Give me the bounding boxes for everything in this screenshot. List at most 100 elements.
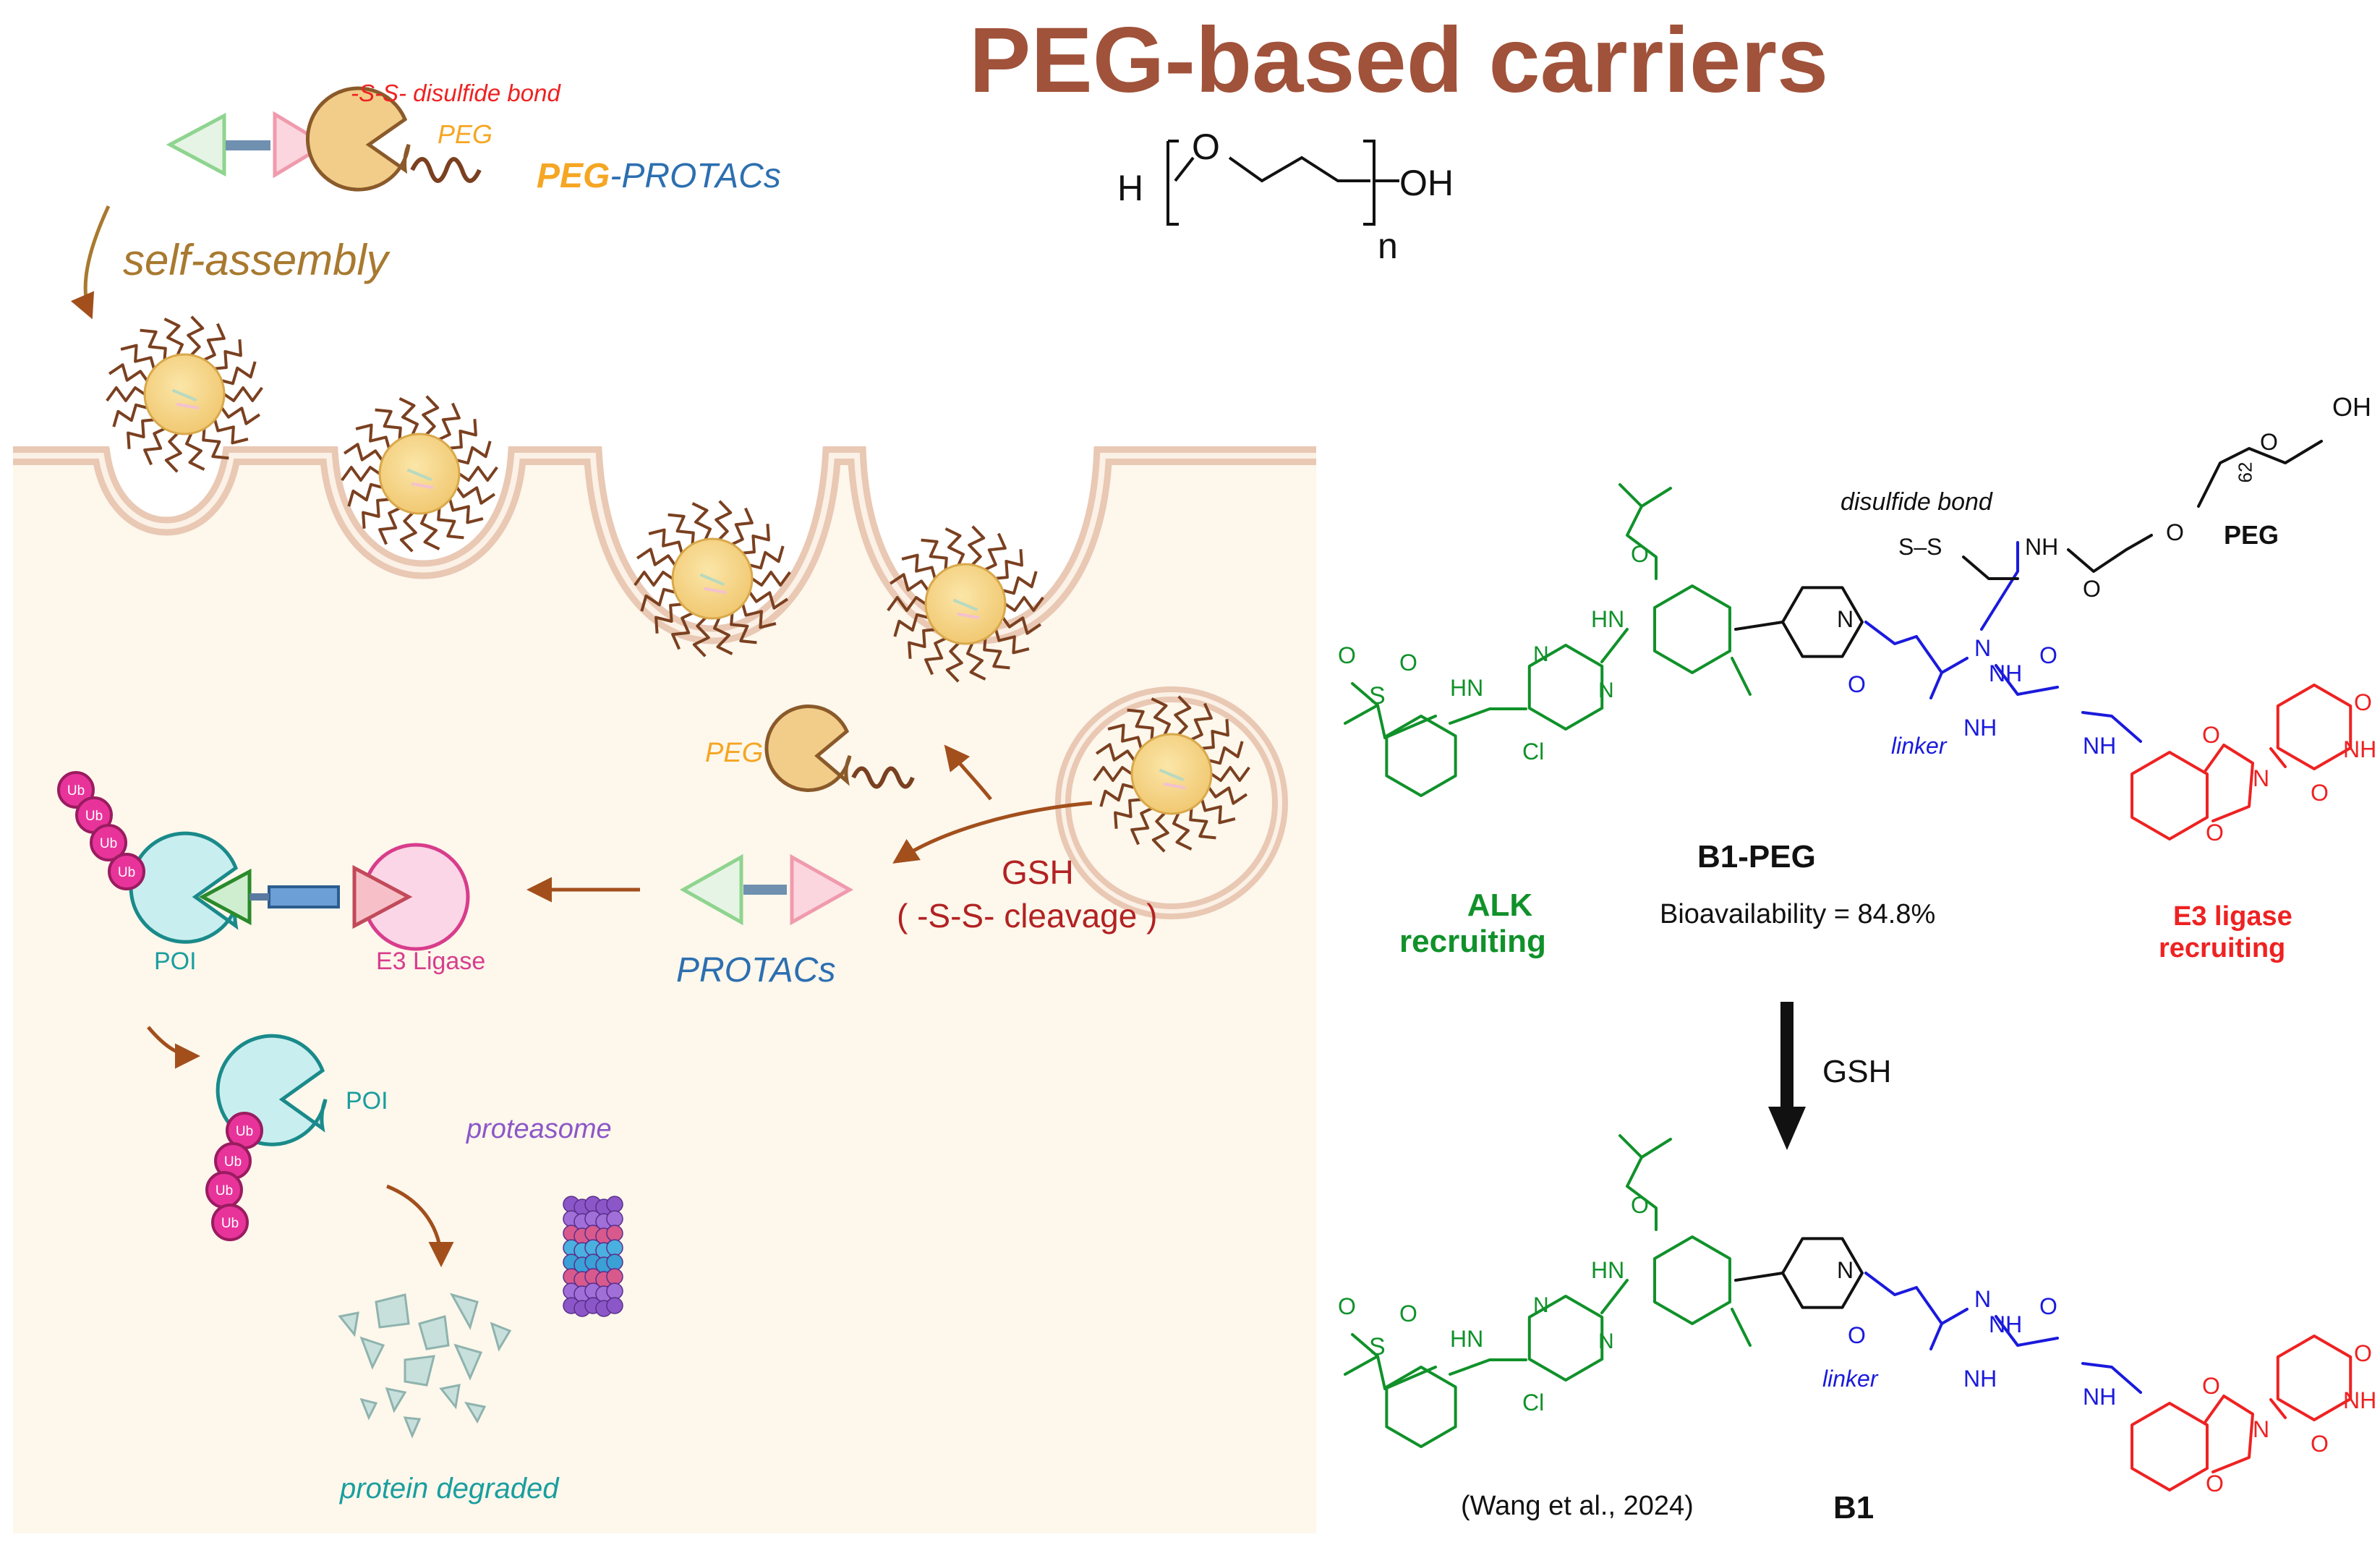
alk-recruiting-label: ALK recruiting	[1399, 888, 1546, 958]
atom-label: HN	[1450, 675, 1484, 701]
atom-label: O	[2260, 429, 2278, 455]
atom-label: N	[2253, 765, 2270, 791]
atom-label: O	[2206, 820, 2224, 846]
atom-label: N	[1598, 1329, 1614, 1353]
bond	[1929, 671, 1943, 699]
ubiquitin-icon: Ub	[205, 1171, 243, 1209]
bond	[1864, 621, 1918, 645]
peg-protacs-label: PEG-PROTACs	[537, 159, 781, 194]
atom-label: NH	[1989, 1311, 2023, 1337]
svg-text:Ub: Ub	[216, 1183, 233, 1199]
e3-recruiting-label: E3 ligase recruiting	[2159, 903, 2292, 962]
micelle	[1093, 695, 1250, 853]
alk-recruiting-line1: ALK	[1467, 888, 1533, 923]
atom-label: N	[1837, 606, 1854, 632]
bond	[1383, 1366, 1437, 1390]
bond	[1449, 1358, 1527, 1376]
atom-label: HN	[1591, 1257, 1625, 1283]
atom-label: NH	[1989, 660, 2023, 686]
atom-label: O	[1399, 1301, 1417, 1327]
bond	[1995, 1315, 2059, 1347]
bond	[1449, 707, 1527, 725]
peg-protacs-peg: PEG	[537, 157, 610, 195]
e3-ligase-label: E3 Ligase	[376, 948, 486, 975]
atom-label: O	[1848, 1322, 1866, 1348]
proteasome-label: proteasome	[466, 1114, 612, 1144]
bond	[2204, 744, 2254, 822]
self-assembly-label: self-assembly	[123, 236, 388, 284]
bond	[1653, 584, 1731, 674]
bond	[2131, 1402, 2209, 1491]
bond	[1600, 1279, 1629, 1314]
peg-formula-h: H	[1117, 168, 1144, 208]
atom-label: N	[1533, 1293, 1549, 1317]
bond	[1383, 715, 1437, 739]
atom-label: NH	[1963, 715, 1997, 741]
atom-label: NH	[2025, 534, 2059, 560]
bond	[2204, 1395, 2254, 1473]
atom-label: NH	[2343, 736, 2377, 762]
bond	[1915, 1286, 1969, 1325]
peg-formula-n: n	[1378, 226, 1398, 266]
peg-chem-label: PEG	[2224, 520, 2279, 550]
bond	[1344, 1355, 1379, 1376]
atom-label: N	[1837, 1257, 1854, 1283]
protacs-label: PROTACs	[676, 951, 836, 989]
atom-label: O	[1631, 541, 1649, 567]
atom-label: N	[2253, 1416, 2270, 1442]
bond	[1527, 1295, 1604, 1382]
peg-label-top: PEG	[438, 119, 493, 149]
bond	[2067, 534, 2153, 573]
page-title: PEG-based carriers	[969, 9, 1829, 112]
ubiquitin-icon: Ub	[211, 1204, 249, 1241]
atom-label: S	[1369, 682, 1386, 710]
atom-label: O	[2354, 689, 2372, 715]
atom-label: O	[2039, 642, 2057, 668]
peg-formula-oh: OH	[1399, 163, 1454, 203]
bond	[1626, 505, 1658, 580]
micelle	[341, 395, 498, 553]
atom-label: N	[1598, 678, 1614, 702]
atom-label: O	[2166, 519, 2184, 545]
atom-label: O	[2083, 576, 2101, 602]
ternary-complex	[129, 831, 470, 951]
e3-recruiting-line1: E3 ligase	[2173, 901, 2292, 932]
bond	[1653, 1235, 1731, 1325]
alk-recruiting-line2: recruiting	[1399, 924, 1546, 959]
bond	[1734, 1272, 1784, 1282]
gsh-reaction-label: GSH	[1822, 1054, 1892, 1089]
bond	[1640, 487, 1672, 508]
bond	[1731, 657, 1752, 696]
atom-label: N	[1533, 642, 1549, 666]
bond	[1731, 1308, 1752, 1347]
linker-label-2: linker	[1822, 1366, 1878, 1392]
peg-subscript: 62	[2234, 461, 2256, 483]
peg-protac-molecule	[166, 86, 482, 192]
b1-name: B1	[1833, 1490, 1874, 1525]
bond	[2269, 747, 2287, 768]
bond	[2276, 1335, 2353, 1421]
poi-label: POI	[154, 948, 197, 975]
bond	[1995, 664, 2059, 696]
micelle	[106, 315, 263, 473]
svg-text:Ub: Ub	[118, 865, 135, 880]
protein-fragments	[338, 1293, 512, 1439]
svg-text:Ub: Ub	[224, 1154, 242, 1170]
bond	[1640, 1138, 1672, 1159]
bond	[2269, 1398, 2287, 1419]
bond	[1929, 1322, 1943, 1350]
gsh-reaction-arrow	[1768, 1002, 1806, 1150]
bond	[1618, 1134, 1643, 1159]
bond	[1618, 483, 1643, 508]
bond	[1915, 635, 1969, 674]
svg-text:Ub: Ub	[85, 809, 103, 824]
bond	[1385, 715, 1457, 797]
atom-label: O	[2039, 1293, 2057, 1319]
b1-peg-name: B1-PEG	[1697, 839, 1816, 874]
atom-label: O	[2311, 1431, 2329, 1457]
peg-protacs-rest: -PROTACs	[610, 157, 781, 195]
atom-label: O	[2202, 722, 2220, 748]
poi-label-2: POI	[346, 1087, 388, 1115]
bond	[1962, 556, 2019, 580]
